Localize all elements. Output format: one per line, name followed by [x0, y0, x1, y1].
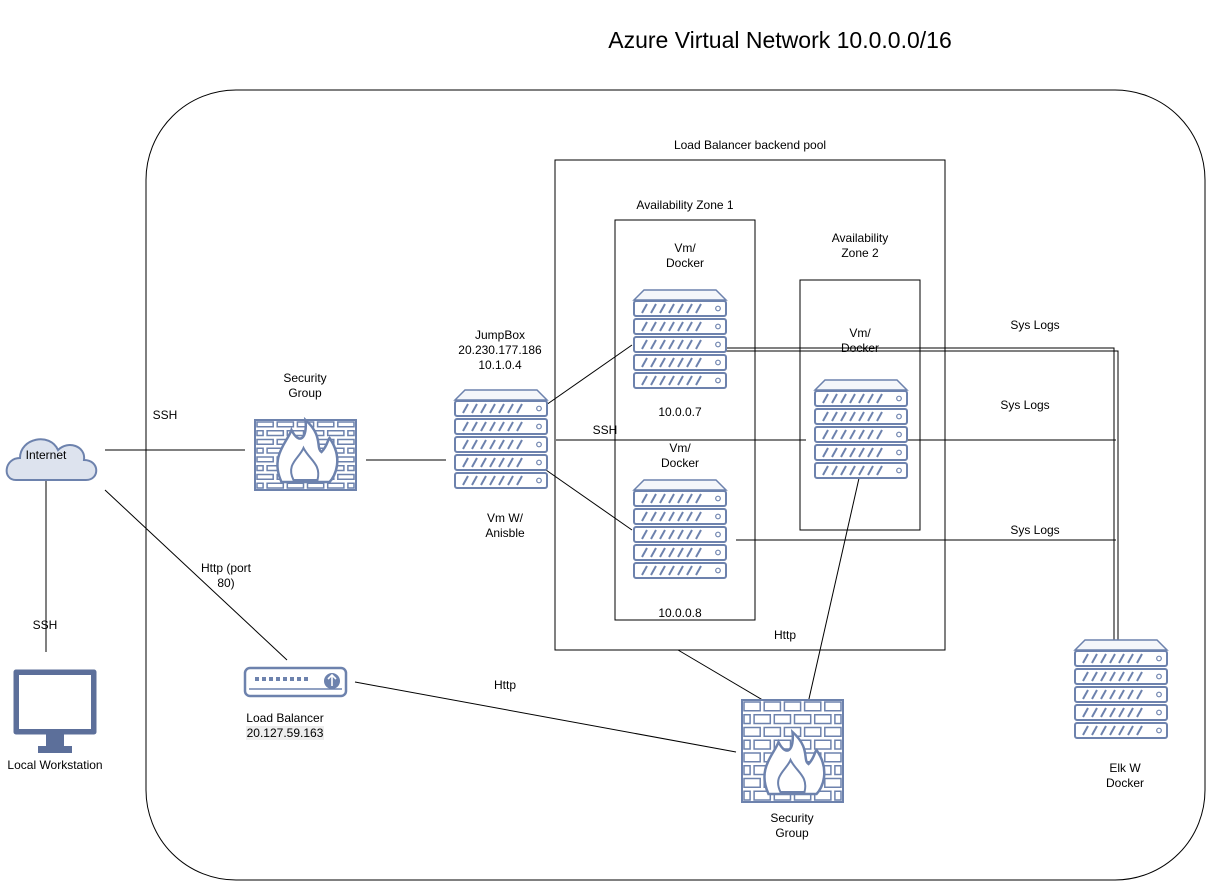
edge-label-http-port80: Http (port 80) — [200, 561, 251, 590]
edge-label-syslog-1: Sys Logs — [1010, 318, 1060, 332]
edge-vm3-sg2 — [805, 464, 863, 713]
edge-syslog-vm1-b — [716, 350, 1119, 640]
load-balancer-icon — [243, 666, 348, 698]
diagram-title: Azure Virtual Network 10.0.0.0/16 — [608, 27, 952, 53]
edge-label-ssh-3: SSH — [592, 423, 618, 437]
edge-label-http-lb: Http — [493, 678, 516, 692]
edge-label-ssh-1: SSH — [152, 408, 178, 422]
sg2-label: Security Group — [770, 811, 814, 840]
jumpbox-title: JumpBox 20.230.177.186 10.1.0.4 — [458, 328, 542, 372]
server-icon — [632, 479, 728, 579]
edge-lb-sg2 — [354, 681, 737, 753]
cloud-icon — [5, 438, 98, 481]
zone2-box — [799, 279, 921, 531]
lb-label: Load Balancer — [246, 711, 324, 725]
edge-jumpbox-vm1 — [545, 344, 633, 406]
vm1-ip: 10.0.0.7 — [658, 405, 702, 419]
zone1-box — [614, 219, 756, 621]
jumpbox-subtitle: Vm W/ Anisble — [485, 511, 525, 540]
edge-label-syslog-3: Sys Logs — [1010, 523, 1060, 537]
connectors — [45, 344, 1119, 753]
edge-label-syslog-2: Sys Logs — [1000, 398, 1050, 412]
vnet-boundary — [145, 89, 1206, 881]
lb-ip-text: 20.127.59.163 — [245, 726, 325, 740]
server-icon — [632, 289, 728, 389]
edge-syslog-vm1 — [716, 347, 1115, 640]
server-icon — [1073, 639, 1169, 739]
edge-jumpbox-vm2 — [545, 469, 633, 531]
edge-pool-sg2 — [677, 649, 767, 703]
vm2-ip: 10.0.0.8 — [658, 606, 702, 620]
sg1-label: Security Group — [283, 371, 327, 400]
monitor-icon — [13, 669, 97, 753]
server-icon — [453, 389, 549, 489]
vm3-label: Vm/ Docker — [840, 326, 879, 355]
firewall-icon — [254, 416, 357, 491]
zone2-label: Availability Zone 2 — [831, 231, 889, 260]
server-icon — [813, 379, 909, 479]
edge-label-http-pool: Http — [773, 628, 796, 642]
edge-label-ssh-2: SSH — [32, 618, 58, 632]
internet-label: Internet — [25, 448, 67, 462]
lb-ip: 20.127.59.163 — [225, 726, 345, 741]
zone1-label: Availability Zone 1 — [636, 198, 734, 212]
vm1-label: Vm/ Docker — [665, 241, 704, 270]
elk-label: Elk W Docker — [1105, 761, 1144, 790]
backend-pool-box — [554, 159, 946, 651]
vm2-label: Vm/ Docker — [660, 441, 699, 470]
backend-pool-label: Load Balancer backend pool — [673, 138, 827, 152]
workstation-label: Local Workstation — [7, 758, 103, 772]
firewall-icon — [741, 699, 844, 803]
edge-internet-lb — [104, 489, 288, 661]
